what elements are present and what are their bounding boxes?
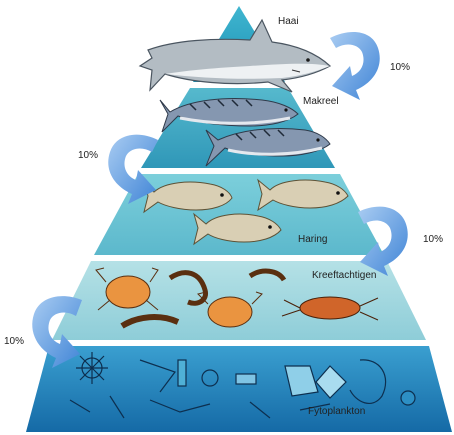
level-label-mackerel: Makreel <box>303 96 339 107</box>
transfer-arrows <box>32 32 408 368</box>
level-label-crustaceans: Kreeftachtigen <box>312 270 377 281</box>
curved-arrow-icon <box>358 206 408 276</box>
transfer-label-3: 10% <box>423 234 443 245</box>
transfer-label-1: 10% <box>390 62 410 73</box>
shark-icon <box>138 18 332 93</box>
plankton-icon <box>69 352 416 419</box>
level-label-shark: Haai <box>278 16 299 27</box>
level-labels: Haai Makreel Haring Kreeftachtigen Fytop… <box>278 16 377 417</box>
curved-arrow-icon <box>330 32 380 101</box>
transfer-labels: 10% 10% 10% 10% <box>4 62 443 347</box>
crustacean-icon <box>95 267 379 329</box>
mackerel-icon <box>159 98 331 167</box>
curved-arrow-icon <box>32 296 82 368</box>
transfer-label-4: 10% <box>4 336 24 347</box>
transfer-label-2: 10% <box>78 150 98 161</box>
herring-icon <box>142 178 349 246</box>
level-label-phytoplankton: Fytoplankton <box>308 406 365 417</box>
curved-arrow-icon <box>108 134 158 204</box>
tier-phytoplankton <box>26 346 452 432</box>
level-label-herring: Haring <box>298 234 327 245</box>
